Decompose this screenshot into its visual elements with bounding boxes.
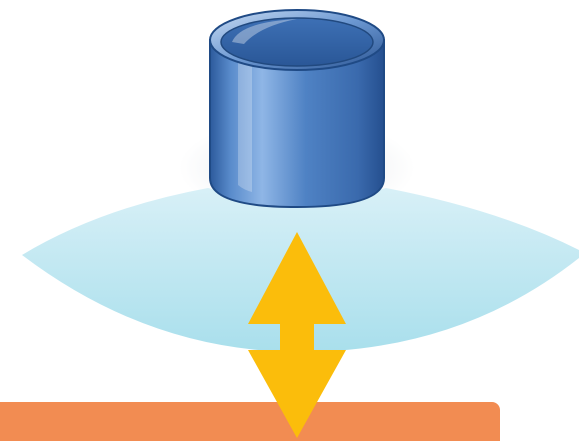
- sensor-highlight: [238, 60, 252, 192]
- sensor-top-face: [220, 17, 374, 67]
- sensor-top-shine: [232, 19, 297, 44]
- sensor-body: [209, 39, 385, 209]
- target-surface: [0, 402, 500, 441]
- cylinder-sensor-icon: [209, 9, 385, 209]
- double-headed-arrow-icon: [248, 232, 346, 438]
